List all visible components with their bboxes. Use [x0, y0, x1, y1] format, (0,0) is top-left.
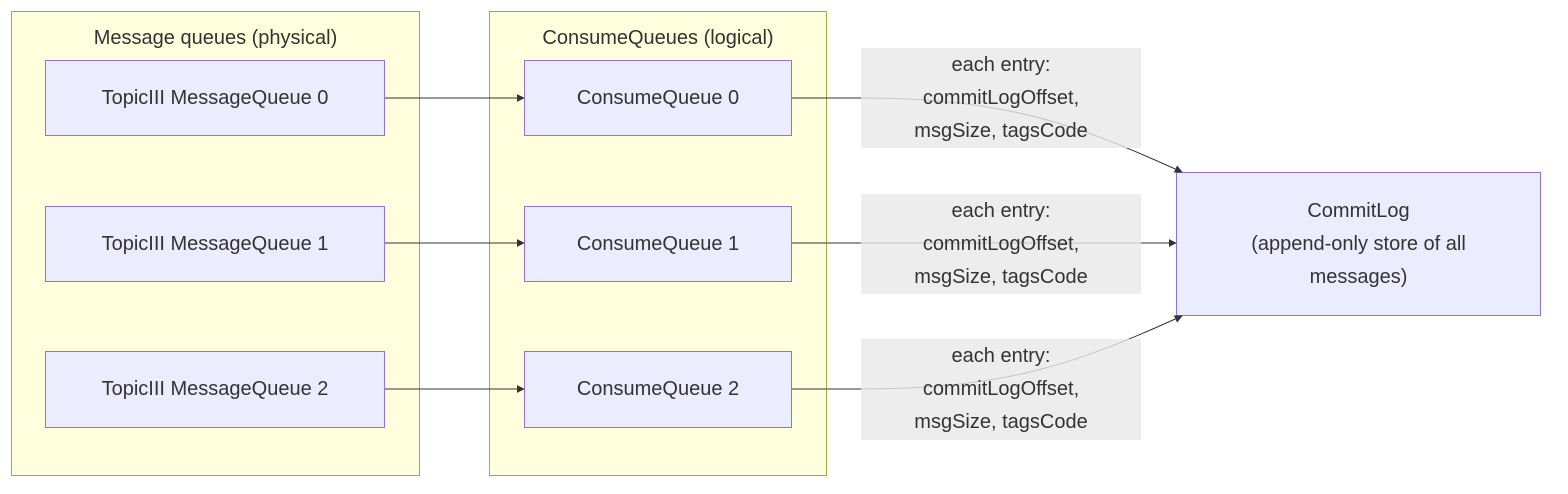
node-label: TopicIII MessageQueue 2 — [101, 378, 329, 400]
edge-label-line: commitLogOffset, — [922, 86, 1080, 109]
cluster-title-logical: ConsumeQueues (logical) — [542, 27, 774, 49]
edge-label-cq0-commitlog: each entry: commitLogOffset, msgSize, ta… — [861, 48, 1141, 148]
node-label: ConsumeQueue 0 — [576, 86, 740, 109]
edge-label-line: msgSize, tagsCode — [914, 265, 1088, 288]
commitlog-desc-line1: (append-only store of all — [1251, 232, 1466, 255]
edge-label-cq2-commitlog: each entry: commitLogOffset, msgSize, ta… — [861, 339, 1141, 440]
cluster-title-physical: Message queues (physical) — [93, 27, 338, 49]
node-label: ConsumeQueue 2 — [576, 378, 740, 400]
edge-label-line: each entry: — [951, 53, 1051, 76]
edge-label-line: commitLogOffset, — [922, 232, 1080, 255]
node-commitlog[interactable]: CommitLog (append-only store of all mess… — [1176, 172, 1541, 316]
node-message-queue-0[interactable]: TopicIII MessageQueue 0 — [45, 60, 385, 136]
node-label: TopicIII MessageQueue 1 — [101, 232, 329, 255]
node-consume-queue-0[interactable]: ConsumeQueue 0 — [524, 60, 792, 136]
node-message-queue-1[interactable]: TopicIII MessageQueue 1 — [45, 206, 385, 282]
node-consume-queue-1[interactable]: ConsumeQueue 1 — [524, 206, 792, 282]
edge-label-line: each entry: — [951, 345, 1051, 367]
edge-label-line: commitLogOffset, — [922, 378, 1080, 400]
node-consume-queue-2[interactable]: ConsumeQueue 2 — [524, 351, 792, 428]
edge-label-line: msgSize, tagsCode — [914, 119, 1088, 142]
node-message-queue-2[interactable]: TopicIII MessageQueue 2 — [45, 351, 385, 428]
edge-label-line: msgSize, tagsCode — [914, 411, 1088, 433]
edge-label-line: each entry: — [951, 199, 1051, 222]
node-label: ConsumeQueue 1 — [576, 232, 740, 255]
node-label: TopicIII MessageQueue 0 — [101, 86, 329, 109]
commitlog-title: CommitLog — [1307, 199, 1410, 222]
edge-label-cq1-commitlog: each entry: commitLogOffset, msgSize, ta… — [861, 194, 1141, 294]
commitlog-desc-line2: messages) — [1309, 265, 1408, 288]
